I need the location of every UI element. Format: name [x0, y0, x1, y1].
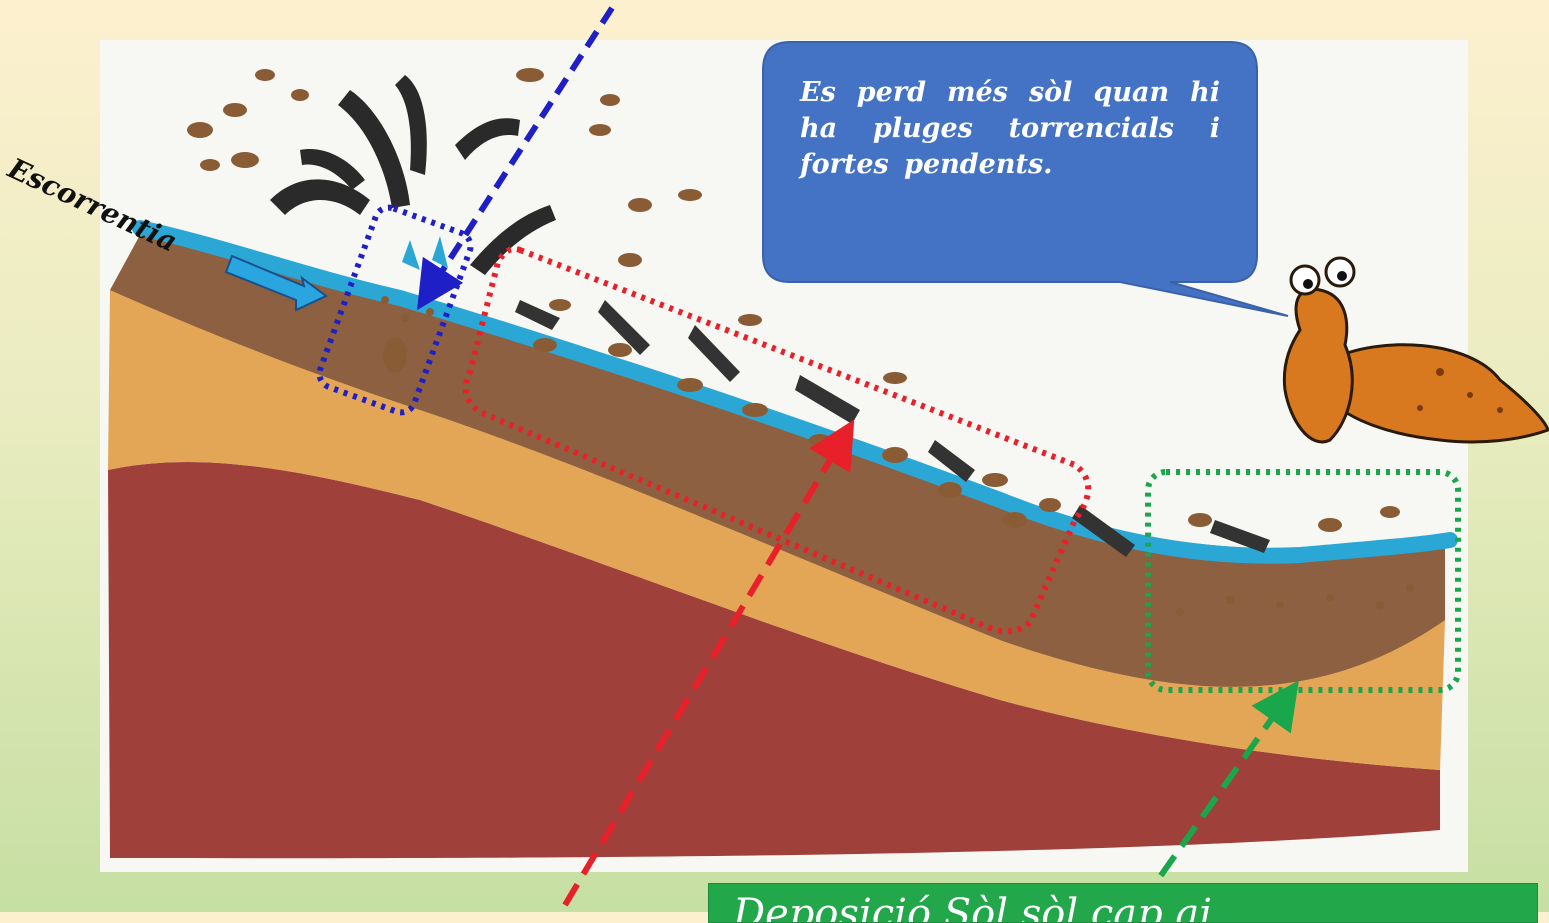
- deposition-label: Deposició Sòl sòl cap ai ...: [708, 883, 1538, 923]
- speech-bubble-text: Es perd més sòl quan hi ha pluges torren…: [800, 75, 1220, 183]
